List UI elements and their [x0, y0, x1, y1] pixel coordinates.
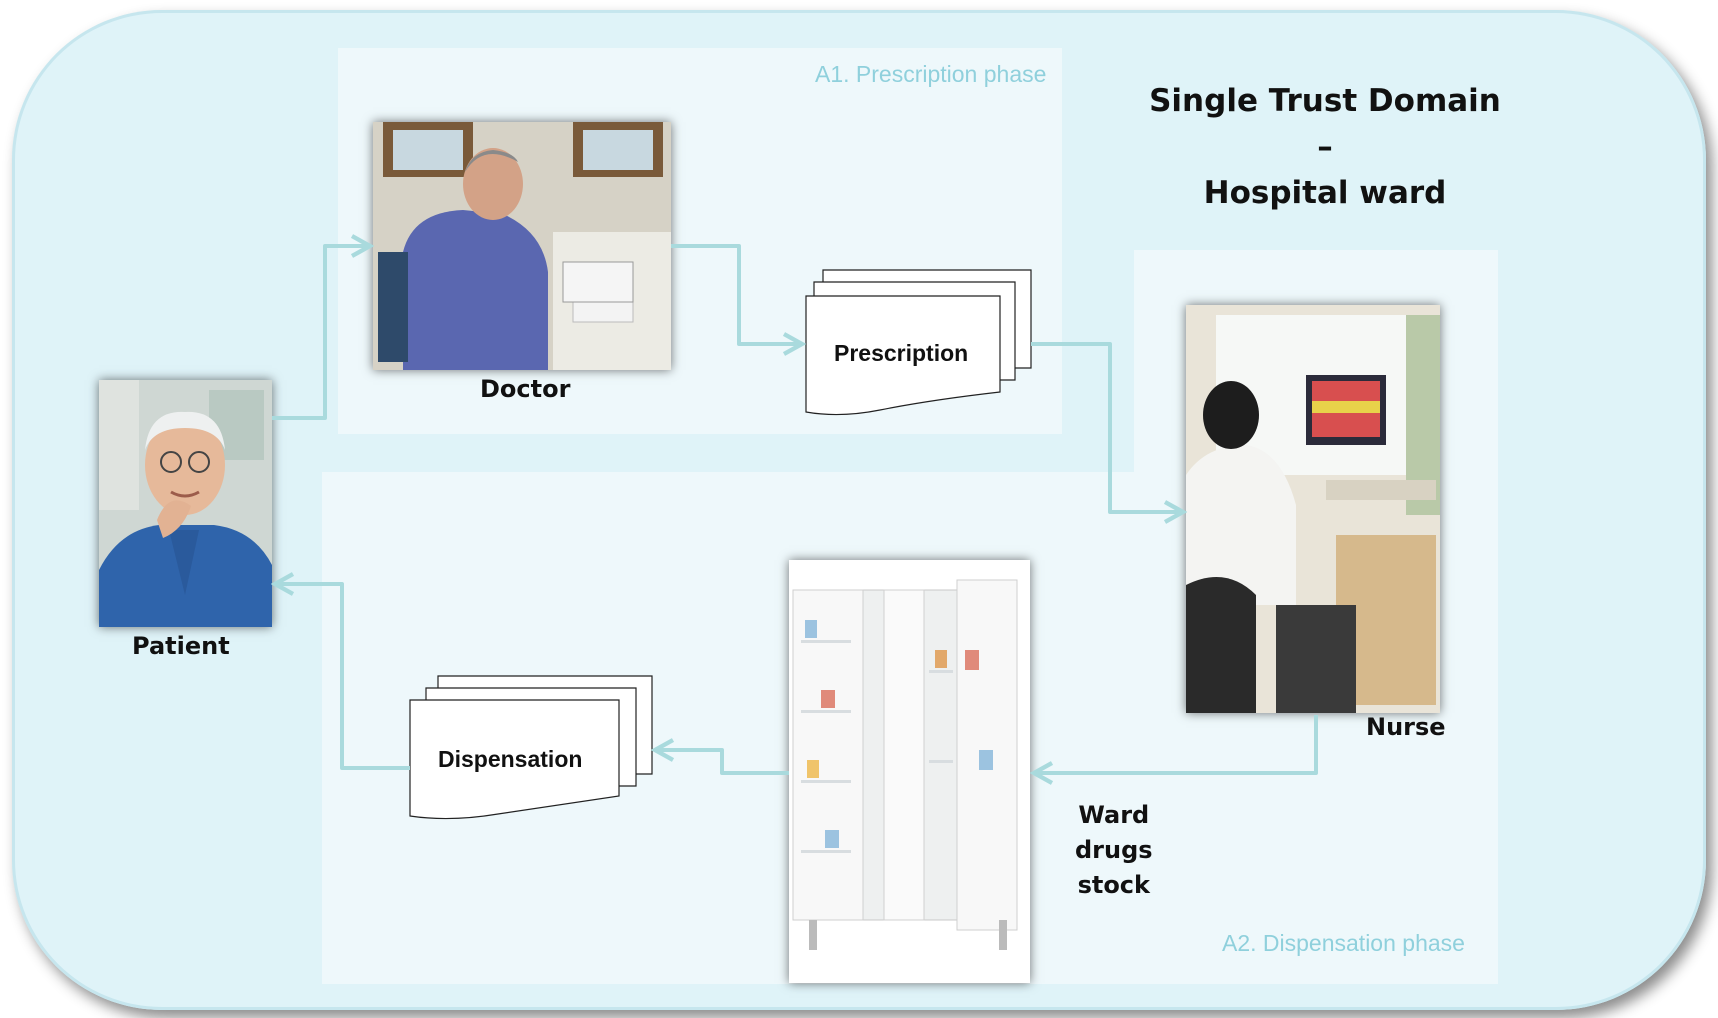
arrow-patient-to-doctor: [272, 246, 370, 420]
stock-label-line-2: drugs: [1075, 836, 1153, 864]
nurse-label: Nurse: [1366, 713, 1446, 741]
prescription-phase-label: A1. Prescription phase: [815, 61, 1047, 87]
arrow-nurse-to-stock: [1034, 715, 1318, 773]
prescription-document-label: Prescription: [834, 340, 969, 366]
patient-label: Patient: [132, 632, 230, 660]
stock-label-line-1: Ward: [1078, 801, 1150, 829]
dispensation-document-label: Dispensation: [438, 746, 583, 772]
doctor-label: Doctor: [480, 375, 571, 403]
page-title: Single Trust Domain – Hospital ward: [1140, 78, 1510, 216]
ward-drugs-stock-photo: [789, 560, 1030, 983]
nurse-photo: [1186, 305, 1440, 713]
title-line-2: Hospital ward: [1203, 175, 1447, 211]
prescription-document-icon: [805, 269, 1032, 416]
ward-drugs-stock-label: Ward drugs stock: [1075, 798, 1153, 903]
stock-label-line-3: stock: [1077, 871, 1150, 899]
arrow-dispensation-to-patient: [275, 584, 410, 770]
arrow-prescription-to-nurse: [1031, 342, 1183, 512]
arrow-stock-to-dispensation: [655, 750, 789, 775]
doctor-photo: [373, 122, 671, 370]
dispensation-phase-label: A2. Dispensation phase: [1222, 930, 1465, 956]
dispensation-document-icon: [409, 675, 653, 820]
patient-photo: [99, 380, 272, 627]
arrow-doctor-to-prescription: [671, 244, 802, 344]
title-line-1: Single Trust Domain –: [1149, 83, 1501, 165]
